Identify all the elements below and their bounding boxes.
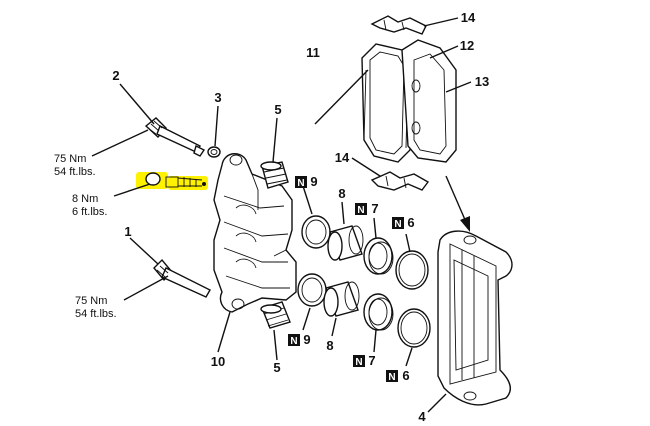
callout-7-lower: 7 [368, 353, 375, 368]
badge-letter: N [394, 219, 401, 230]
caliper-bracket [437, 230, 513, 406]
torque-specs: 75 Nm 54 ft.lbs. 8 Nm 6 ft.lbs. 75 Nm 54… [54, 153, 117, 320]
callout-8-lower: 8 [326, 338, 333, 353]
guide-pin-upper [144, 117, 206, 157]
callout-9-upper: 9 [310, 174, 317, 189]
badge-letter: N [297, 178, 304, 189]
new-part-badge-7-lower [353, 355, 365, 367]
badge-letter: N [388, 372, 395, 383]
callout-14-upper: 14 [461, 10, 476, 25]
new-part-badge-7-upper [355, 203, 367, 215]
piston-lower [323, 281, 360, 317]
torque-guide-pin-lower-nm: 75 Nm [75, 295, 107, 307]
badge-letter: N [355, 357, 362, 368]
piston-seal-upper [363, 237, 394, 275]
new-part-badge-6-lower [386, 370, 398, 382]
guide-pin-lower [153, 258, 211, 298]
callout-8-upper: 8 [338, 186, 345, 201]
dust-seal-lower [297, 273, 327, 307]
new-part-badge-9-lower [288, 334, 300, 346]
bleeder-screw-highlight [136, 172, 208, 190]
new-part-badge-9-upper [295, 176, 307, 188]
callout-12: 12 [460, 38, 474, 53]
callout-13: 13 [475, 74, 489, 89]
pin-bushing [207, 146, 221, 158]
callout-5-lower: 5 [273, 360, 280, 375]
badge-letter: N [290, 336, 297, 347]
callout-10: 10 [211, 354, 225, 369]
assembly-arrow [445, 175, 470, 232]
leader-lines [91, 17, 472, 413]
dust-boot-upper [260, 161, 289, 189]
pad-clip-lower [370, 171, 430, 191]
dust-boot-lower [260, 301, 291, 329]
pad-clip-upper [370, 15, 427, 35]
callout-5-upper: 5 [274, 102, 281, 117]
callout-14-lower: 14 [335, 150, 350, 165]
arrow-head [460, 216, 470, 232]
callout-6-upper: 6 [407, 215, 414, 230]
dust-seal-upper [301, 215, 331, 249]
torque-guide-pin-lower-ftlbs: 54 ft.lbs. [75, 308, 117, 320]
caliper-body [213, 153, 297, 313]
o-ring-lower [397, 308, 431, 348]
piston-seal-lower [363, 293, 394, 331]
callout-9-lower: 9 [303, 332, 310, 347]
torque-bleeder-nm: 8 Nm [72, 193, 98, 205]
callout-2: 2 [112, 68, 119, 83]
badge-letter: N [357, 205, 364, 216]
torque-guide-pin-upper-nm: 75 Nm [54, 153, 86, 165]
callout-11: 11 [306, 45, 320, 60]
callout-4: 4 [418, 409, 426, 424]
piston-upper [327, 225, 364, 261]
o-ring-upper [395, 250, 429, 290]
callout-6-lower: 6 [402, 368, 409, 383]
new-part-badges: N N N N N N [288, 176, 404, 383]
bleeder-screw-body-highlight [168, 176, 208, 190]
brake-pad-outer [401, 39, 457, 163]
callout-3: 3 [214, 90, 221, 105]
callout-1: 1 [124, 224, 131, 239]
callout-labels: 2 3 5 9 8 7 6 1 9 8 7 6 10 5 4 11 12 13 … [112, 10, 489, 424]
new-part-badge-6-upper [392, 217, 404, 229]
callout-7-upper: 7 [371, 201, 378, 216]
torque-guide-pin-upper-ftlbs: 54 ft.lbs. [54, 166, 96, 178]
torque-bleeder-ftlbs: 6 ft.lbs. [72, 206, 107, 218]
